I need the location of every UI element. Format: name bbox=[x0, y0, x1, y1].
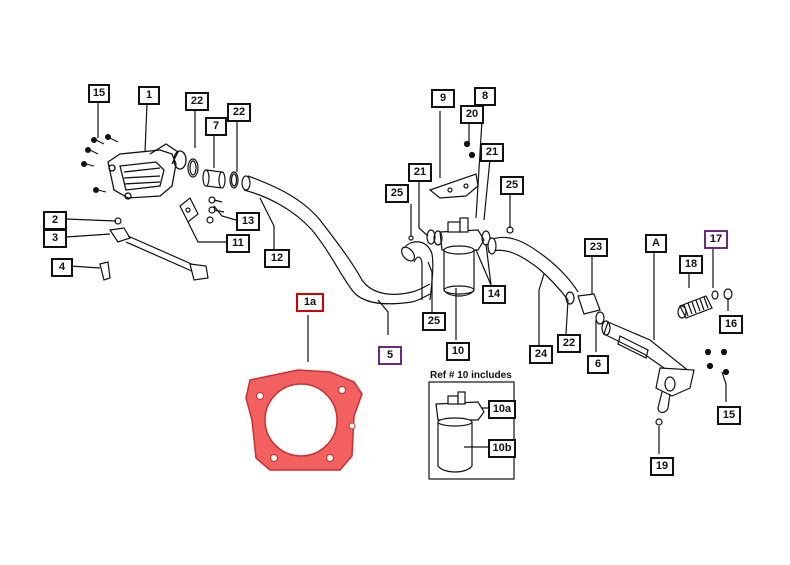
inset-title: Ref # 10 includes bbox=[430, 370, 512, 381]
callout-4: 4 bbox=[51, 258, 73, 277]
callout-25: 25 bbox=[422, 312, 446, 331]
callout-24: 24 bbox=[529, 345, 553, 364]
callout-A: A bbox=[645, 234, 667, 253]
callout-18: 18 bbox=[679, 255, 703, 274]
callout-22: 22 bbox=[185, 92, 209, 111]
callout-12: 12 bbox=[264, 249, 290, 268]
callout-15: 15 bbox=[717, 406, 741, 425]
callout-17: 17 bbox=[704, 230, 728, 249]
callout-10b: 10b bbox=[488, 439, 516, 458]
callout-2: 2 bbox=[43, 211, 67, 230]
callout-14: 14 bbox=[482, 285, 506, 304]
callout-1: 1 bbox=[138, 86, 160, 105]
callout-25: 25 bbox=[500, 176, 524, 195]
callout-22: 22 bbox=[227, 103, 251, 122]
callout-3: 3 bbox=[43, 229, 67, 248]
callout-7: 7 bbox=[205, 117, 227, 136]
callout-20: 20 bbox=[460, 105, 484, 124]
callout-21: 21 bbox=[408, 163, 432, 182]
callout-21: 21 bbox=[480, 143, 504, 162]
callout-10a: 10a bbox=[488, 400, 516, 419]
callout-11: 11 bbox=[226, 234, 250, 253]
callout-8: 8 bbox=[474, 87, 496, 106]
callout-25: 25 bbox=[385, 184, 409, 203]
callout-9: 9 bbox=[431, 89, 455, 108]
callout-23: 23 bbox=[584, 238, 608, 257]
callout-16: 16 bbox=[719, 315, 743, 334]
callout-15: 15 bbox=[88, 84, 110, 103]
callout-5: 5 bbox=[378, 346, 402, 365]
callout-1a: 1a bbox=[296, 293, 324, 312]
callout-19: 19 bbox=[650, 457, 674, 476]
callout-6: 6 bbox=[587, 355, 609, 374]
callout-22: 22 bbox=[557, 334, 581, 353]
callout-10: 10 bbox=[446, 342, 470, 361]
gasket-1a bbox=[245, 369, 363, 471]
callout-13: 13 bbox=[236, 212, 260, 231]
